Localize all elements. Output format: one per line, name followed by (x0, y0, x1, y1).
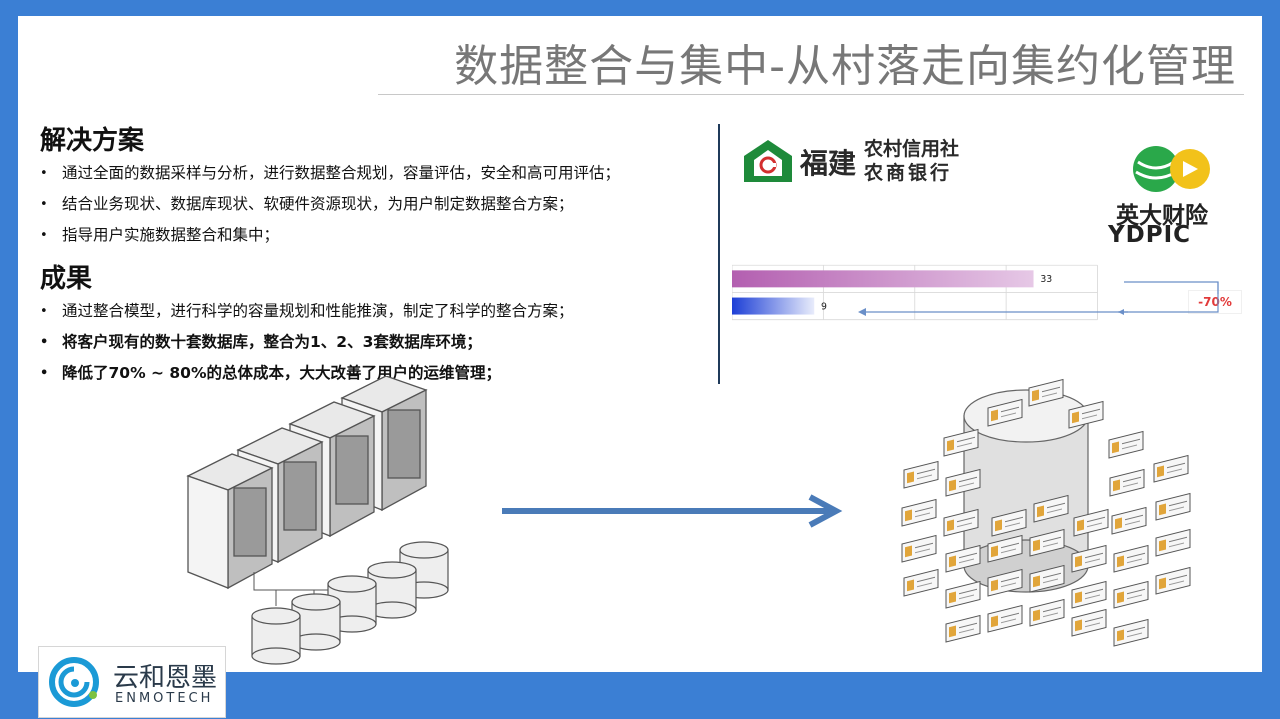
ydpic-emblem-icon (1133, 146, 1210, 192)
enmotech-en-name: ENMOTECH (115, 691, 214, 706)
vertical-divider (718, 124, 720, 384)
database-card-icon (1029, 528, 1065, 557)
database-card-icon (1113, 544, 1149, 573)
solution-list: 通过全面的数据采样与分析，进行数据整合规划，容量评估，安全和高可用评估； 结合业… (36, 158, 620, 251)
database-card-icon (945, 468, 981, 497)
enmotech-cn-name: 云和恩墨 (113, 663, 218, 693)
database-card-icon (1029, 564, 1065, 593)
reduction-connector (1118, 281, 1219, 315)
database-card-icon (987, 398, 1023, 427)
ydpic-logo: 英大财险 YDPIC (1108, 144, 1238, 248)
database-card-icon (1113, 580, 1149, 609)
database-card-icon (987, 604, 1023, 633)
fujian-name: 福建 (800, 147, 857, 180)
solution-bullet: 通过全面的数据采样与分析，进行数据整合规划，容量评估，安全和高可用评估； (36, 158, 620, 189)
cost-bar-chart: 33 9 (732, 264, 1098, 321)
database-card-icon (1068, 400, 1104, 429)
results-list: 通过整合模型，进行科学的容量规划和性能推演，制定了科学的整合方案； 将客户现有的… (36, 296, 574, 389)
database-card-icon (1155, 566, 1191, 595)
fujian-rcc-logo: 福建 农村信用社 农商银行 (740, 134, 1010, 190)
database-card-icon (945, 580, 981, 609)
bar-value-label: 9 (821, 301, 827, 312)
database-card-icon (1155, 492, 1191, 521)
server-racks-illustration (186, 376, 449, 665)
consolidated-database-illustration (901, 378, 1191, 647)
database-card-icon (987, 568, 1023, 597)
database-card-icon (1073, 508, 1109, 537)
database-card-icon (903, 460, 939, 489)
consolidation-arrow-icon (502, 494, 843, 528)
enmotech-swirl-icon (49, 657, 99, 707)
database-card-icon (1111, 506, 1147, 535)
database-card-icon (1153, 454, 1189, 483)
database-card-icon (1155, 528, 1191, 557)
database-card-icon (1109, 468, 1145, 497)
database-cylinder-icon (963, 389, 1089, 593)
database-card-icon (991, 508, 1027, 537)
database-card-icon (1071, 544, 1107, 573)
enmotech-logo: 云和恩墨 ENMOTECH (38, 646, 226, 718)
database-card-icon (903, 568, 939, 597)
solution-bullet: 指导用户实施数据整合和集中； (36, 220, 620, 251)
database-card-icon (1108, 430, 1144, 459)
fujian-line2: 农商银行 (864, 162, 953, 184)
fujian-line1: 农村信用社 (864, 138, 960, 160)
database-card-icon (901, 534, 937, 563)
database-card-icon (1113, 618, 1149, 647)
results-bullet: 将客户现有的数十套数据库，整合为1、2、3套数据库环境； (36, 327, 574, 358)
fujian-emblem-icon (744, 140, 792, 182)
bar-after (732, 297, 815, 315)
database-card-icon (943, 508, 979, 537)
results-heading: 成果 (40, 264, 93, 294)
database-card-icon (1071, 608, 1107, 637)
database-card-icon (901, 498, 937, 527)
database-card-icon (943, 428, 979, 457)
database-card-icon (1033, 494, 1069, 523)
results-bullet: 通过整合模型，进行科学的容量规划和性能推演，制定了科学的整合方案； (36, 296, 574, 327)
database-card-icon (1029, 598, 1065, 627)
title-underline (378, 94, 1244, 95)
server-rack-icon (186, 453, 274, 590)
ydpic-cn-name: 英大财险 (1116, 203, 1208, 229)
slide-title: 数据整合与集中-从村落走向集约化管理 (454, 41, 1236, 92)
ydpic-en-name: YDPIC (1108, 222, 1192, 248)
database-disk-icon (251, 607, 301, 665)
slide: 数据整合与集中-从村落走向集约化管理 解决方案 通过全面的数据采样与分析，进行数… (18, 16, 1262, 672)
after-arrow-icon (858, 308, 1128, 316)
database-card-icon (945, 614, 981, 643)
database-card-icon (1028, 378, 1064, 407)
reduction-annotation: -70% (1188, 290, 1242, 314)
bar-before (732, 270, 1034, 288)
solution-bullet: 结合业务现状、数据库现状、软硬件资源现状，为用户制定数据整合方案； (36, 189, 620, 220)
bar-value-label: 33 (1040, 274, 1052, 285)
database-card-icon (945, 544, 981, 573)
database-card-icon (987, 534, 1023, 563)
solution-heading: 解决方案 (40, 126, 145, 156)
database-card-icon (1071, 580, 1107, 609)
